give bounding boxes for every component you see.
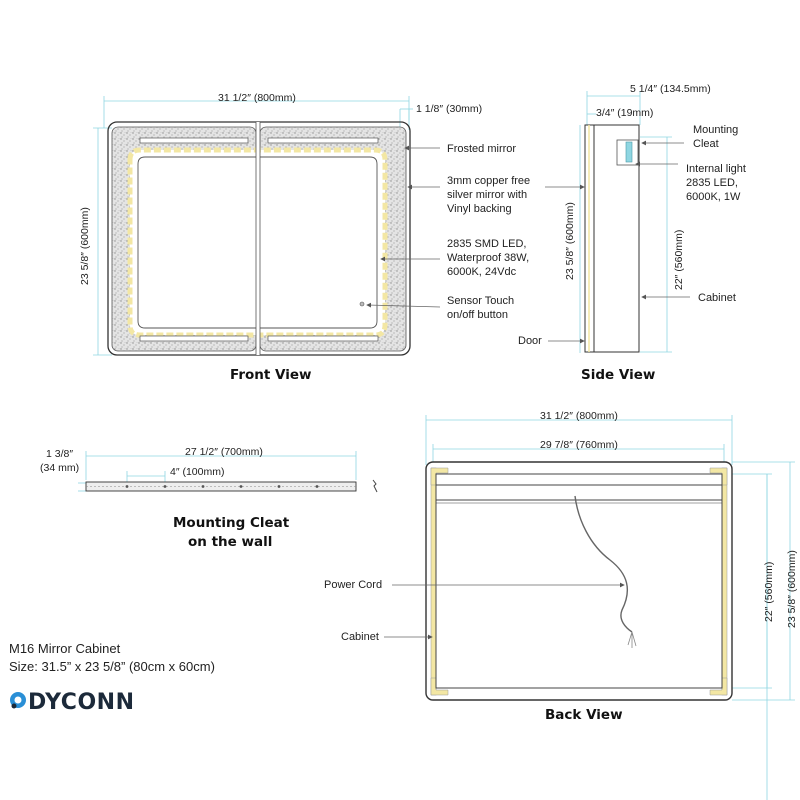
back-corner-tr — [709, 467, 728, 486]
power-cord — [574, 495, 633, 633]
product-name: M16 Mirror Cabinet — [9, 641, 121, 656]
side-internal-light — [625, 141, 633, 163]
cleat-hole-2 — [163, 485, 167, 488]
back-corner-br — [709, 677, 728, 696]
callout-2835-led: 2835 LED, — [686, 177, 738, 189]
leader-sensor — [366, 302, 441, 308]
back-corner-tl — [430, 467, 449, 486]
back-led-right — [721, 467, 728, 696]
cleat-thick-label-b: (34 mm) — [40, 462, 79, 474]
side-view-title: Side View — [581, 367, 655, 383]
callout-cabinet-side: Cabinet — [698, 292, 736, 304]
mounting-cleat-view: 27 1/2″ (700mm) 4″ (100mm) 1 3/8″ (34 mm… — [40, 446, 378, 550]
logo-inner — [14, 696, 22, 704]
cleat-thick-label-a: 1 3/8″ — [46, 448, 73, 460]
callout-cleat: Cleat — [693, 138, 719, 150]
back-view-title: Back View — [545, 707, 623, 723]
cleat-title-line1: Mounting Cleat — [173, 515, 290, 531]
back-cabinet — [435, 473, 723, 689]
callout-on-off: on/off button — [447, 309, 508, 321]
brand-name: DYCONN — [28, 690, 134, 715]
callout-waterproof: Waterproof 38W, — [447, 252, 529, 264]
cleat-spacing-label: 4″ (100mm) — [170, 466, 224, 478]
callout-door: Door — [518, 335, 542, 347]
top-bar-right — [267, 137, 379, 144]
cleat-hole-5 — [277, 485, 281, 488]
bottom-bar-left — [139, 335, 249, 342]
product-size: Size: 31.5” x 23 5/8” (80cm x 60cm) — [9, 659, 215, 674]
cleat-title-line2: on the wall — [188, 534, 272, 550]
side-depth-label: 5 1/4″ (134.5mm) — [630, 83, 711, 95]
callout-power-cord: Power Cord — [324, 579, 382, 591]
cleat-screw-holes — [125, 485, 319, 488]
callout-6000k: 6000K, 24Vdc — [447, 266, 517, 278]
callout-copper-free: 3mm copper free — [447, 175, 530, 187]
cleat-hole-3 — [201, 485, 205, 488]
callout-frosted-mirror: Frosted mirror — [447, 143, 516, 155]
back-inner-label: 29 7/8″ (760mm) — [540, 439, 618, 451]
door-gap — [256, 122, 260, 355]
cleat-hole-1 — [125, 485, 129, 488]
top-bar-left — [139, 137, 249, 144]
back-cabinet-dim-label: 22″ (560mm) — [763, 562, 775, 622]
back-corner-bl — [430, 677, 449, 696]
product-info: M16 Mirror Cabinet Size: 31.5” x 23 5/8”… — [9, 641, 215, 715]
callout-6000k-1w: 6000K, 1W — [686, 191, 741, 203]
callout-internal-light: Internal light — [686, 163, 746, 175]
back-width-label: 31 1/2″ (800mm) — [540, 410, 618, 422]
back-height-label: 23 5/8″ (600mm) — [786, 550, 798, 628]
side-view: 5 1/4″ (134.5mm) 3/4″ (19mm) 23 5/8″ (60… — [518, 83, 746, 383]
dyconn-logo-icon — [10, 692, 26, 709]
power-cord-wire-ends — [627, 631, 637, 648]
callout-mounting: Mounting — [693, 124, 738, 136]
front-width-label: 31 1/2″ (800mm) — [218, 92, 296, 104]
side-cabinet-dim-label: 22″ (560mm) — [673, 230, 685, 290]
logo-dot — [11, 703, 17, 709]
side-height-label: 23 5/8″ (600mm) — [564, 202, 576, 280]
back-led-left — [430, 467, 437, 696]
callout-sensor-touch: Sensor Touch — [447, 295, 514, 307]
callout-cabinet-back: Cabinet — [341, 631, 379, 643]
bottom-bar-right — [267, 335, 379, 342]
sensor-touch-icon — [359, 301, 365, 307]
front-view: 31 1/2″ (800mm) 1 1/8″ (30mm) 23 5/8″ (6… — [79, 92, 530, 383]
cleat-hole-6 — [315, 485, 319, 488]
cleat-profile-icon — [372, 479, 378, 493]
side-door-dim-label: 3/4″ (19mm) — [596, 107, 653, 119]
front-view-title: Front View — [230, 367, 312, 383]
front-height-label: 23 5/8″ (600mm) — [79, 207, 91, 285]
front-frost-label: 1 1/8″ (30mm) — [416, 103, 482, 115]
cleat-length-label: 27 1/2″ (700mm) — [185, 446, 263, 458]
callout-vinyl-backing: Vinyl backing — [447, 203, 512, 215]
back-view: 31 1/2″ (800mm) 29 7/8″ (760mm) 22″ (560… — [324, 410, 798, 800]
callout-smd-led: 2835 SMD LED, — [447, 238, 526, 250]
cleat-hole-4 — [239, 485, 243, 488]
back-outer-frame — [425, 461, 733, 701]
callout-silver-mirror: silver mirror with — [447, 189, 527, 201]
